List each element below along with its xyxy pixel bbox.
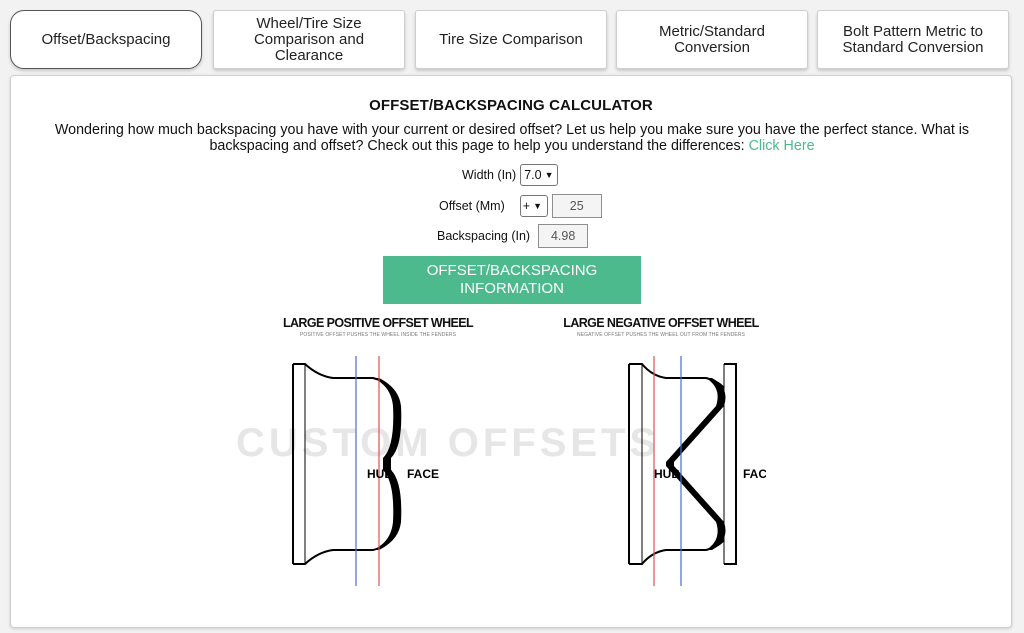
intro-body: Wondering how much backspacing you have … — [54, 122, 970, 154]
offset-input[interactable]: 25 — [551, 194, 602, 218]
tab-label: Bolt Pattern Metric to Standard Conversi… — [842, 22, 984, 56]
offset-sign: + — [522, 199, 531, 213]
tab-label: Tire Size Comparison — [439, 30, 583, 48]
positive-diagram-subtitle: POSITIVE OFFSET PUSHES THE WHEEL INSIDE … — [299, 332, 457, 338]
offset-row: Offset (Mm) +▼ 25 — [439, 194, 602, 218]
backspacing-label: Backspacing (In) — [437, 229, 531, 243]
tab-metric-standard[interactable]: Metric/Standard Conversion — [616, 10, 808, 69]
negative-wheel-illustration: HUB FACE — [628, 356, 766, 586]
positive-offset-diagram: LARGE POSITIVE OFFSET WHEEL POSITIVE OFF… — [273, 316, 483, 586]
tab-bolt-pattern[interactable]: Bolt Pattern Metric to Standard Conversi… — [817, 10, 1009, 69]
intro-text: Wondering how much backspacing you have … — [25, 122, 999, 154]
width-row: Width (In) 7.0▼ — [462, 164, 558, 186]
width-select[interactable]: 7.0▼ — [520, 164, 558, 186]
positive-face-label: FACE — [407, 467, 439, 481]
negative-hub-label: HUB — [654, 467, 680, 481]
calculator-panel: OFFSET/BACKSPACING CALCULATOR Wondering … — [10, 75, 1012, 628]
positive-wheel-illustration: HUB FACE — [292, 356, 439, 586]
offset-sign-select[interactable]: +▼ — [519, 195, 548, 217]
offset-info-button[interactable]: OFFSET/BACKSPACING INFORMATION — [383, 256, 641, 304]
tab-label: Offset/Backspacing — [41, 30, 171, 48]
backspacing-output: 4.98 — [538, 224, 589, 248]
calculator-title: OFFSET/BACKSPACING CALCULATOR — [369, 97, 653, 114]
click-here-link[interactable]: Click Here — [748, 138, 815, 154]
tab-bar: Offset/Backspacing Wheel/Tire Size Compa… — [10, 10, 1012, 72]
width-value: 7.0 — [524, 168, 542, 182]
tab-offset-backspacing[interactable]: Offset/Backspacing — [10, 10, 202, 69]
watermark-text: CUSTOM OFFSETS — [236, 421, 661, 465]
positive-hub-label: HUB — [367, 467, 393, 481]
tab-wheel-tire-size[interactable]: Wheel/Tire Size Comparison and Clearance — [213, 10, 405, 69]
negative-diagram-title: LARGE NEGATIVE OFFSET WHEEL — [563, 316, 759, 330]
chevron-down-icon: ▼ — [544, 170, 554, 180]
width-label: Width (In) — [462, 168, 517, 182]
negative-diagram-subtitle: NEGATIVE OFFSET PUSHES THE WHEEL OUT FRO… — [576, 332, 745, 338]
tab-label: Metric/Standard Conversion — [659, 22, 765, 56]
tab-tire-size-comparison[interactable]: Tire Size Comparison — [415, 10, 607, 69]
tab-label: Wheel/Tire Size Comparison and Clearance — [253, 14, 365, 64]
positive-diagram-title: LARGE POSITIVE OFFSET WHEEL — [282, 316, 474, 330]
negative-face-label: FACE — [743, 467, 766, 481]
backspacing-row: Backspacing (In) 4.98 — [437, 224, 589, 248]
negative-offset-diagram: LARGE NEGATIVE OFFSET WHEEL NEGATIVE OFF… — [556, 316, 766, 586]
chevron-down-icon: ▼ — [533, 201, 542, 211]
offset-label: Offset (Mm) — [439, 199, 505, 213]
